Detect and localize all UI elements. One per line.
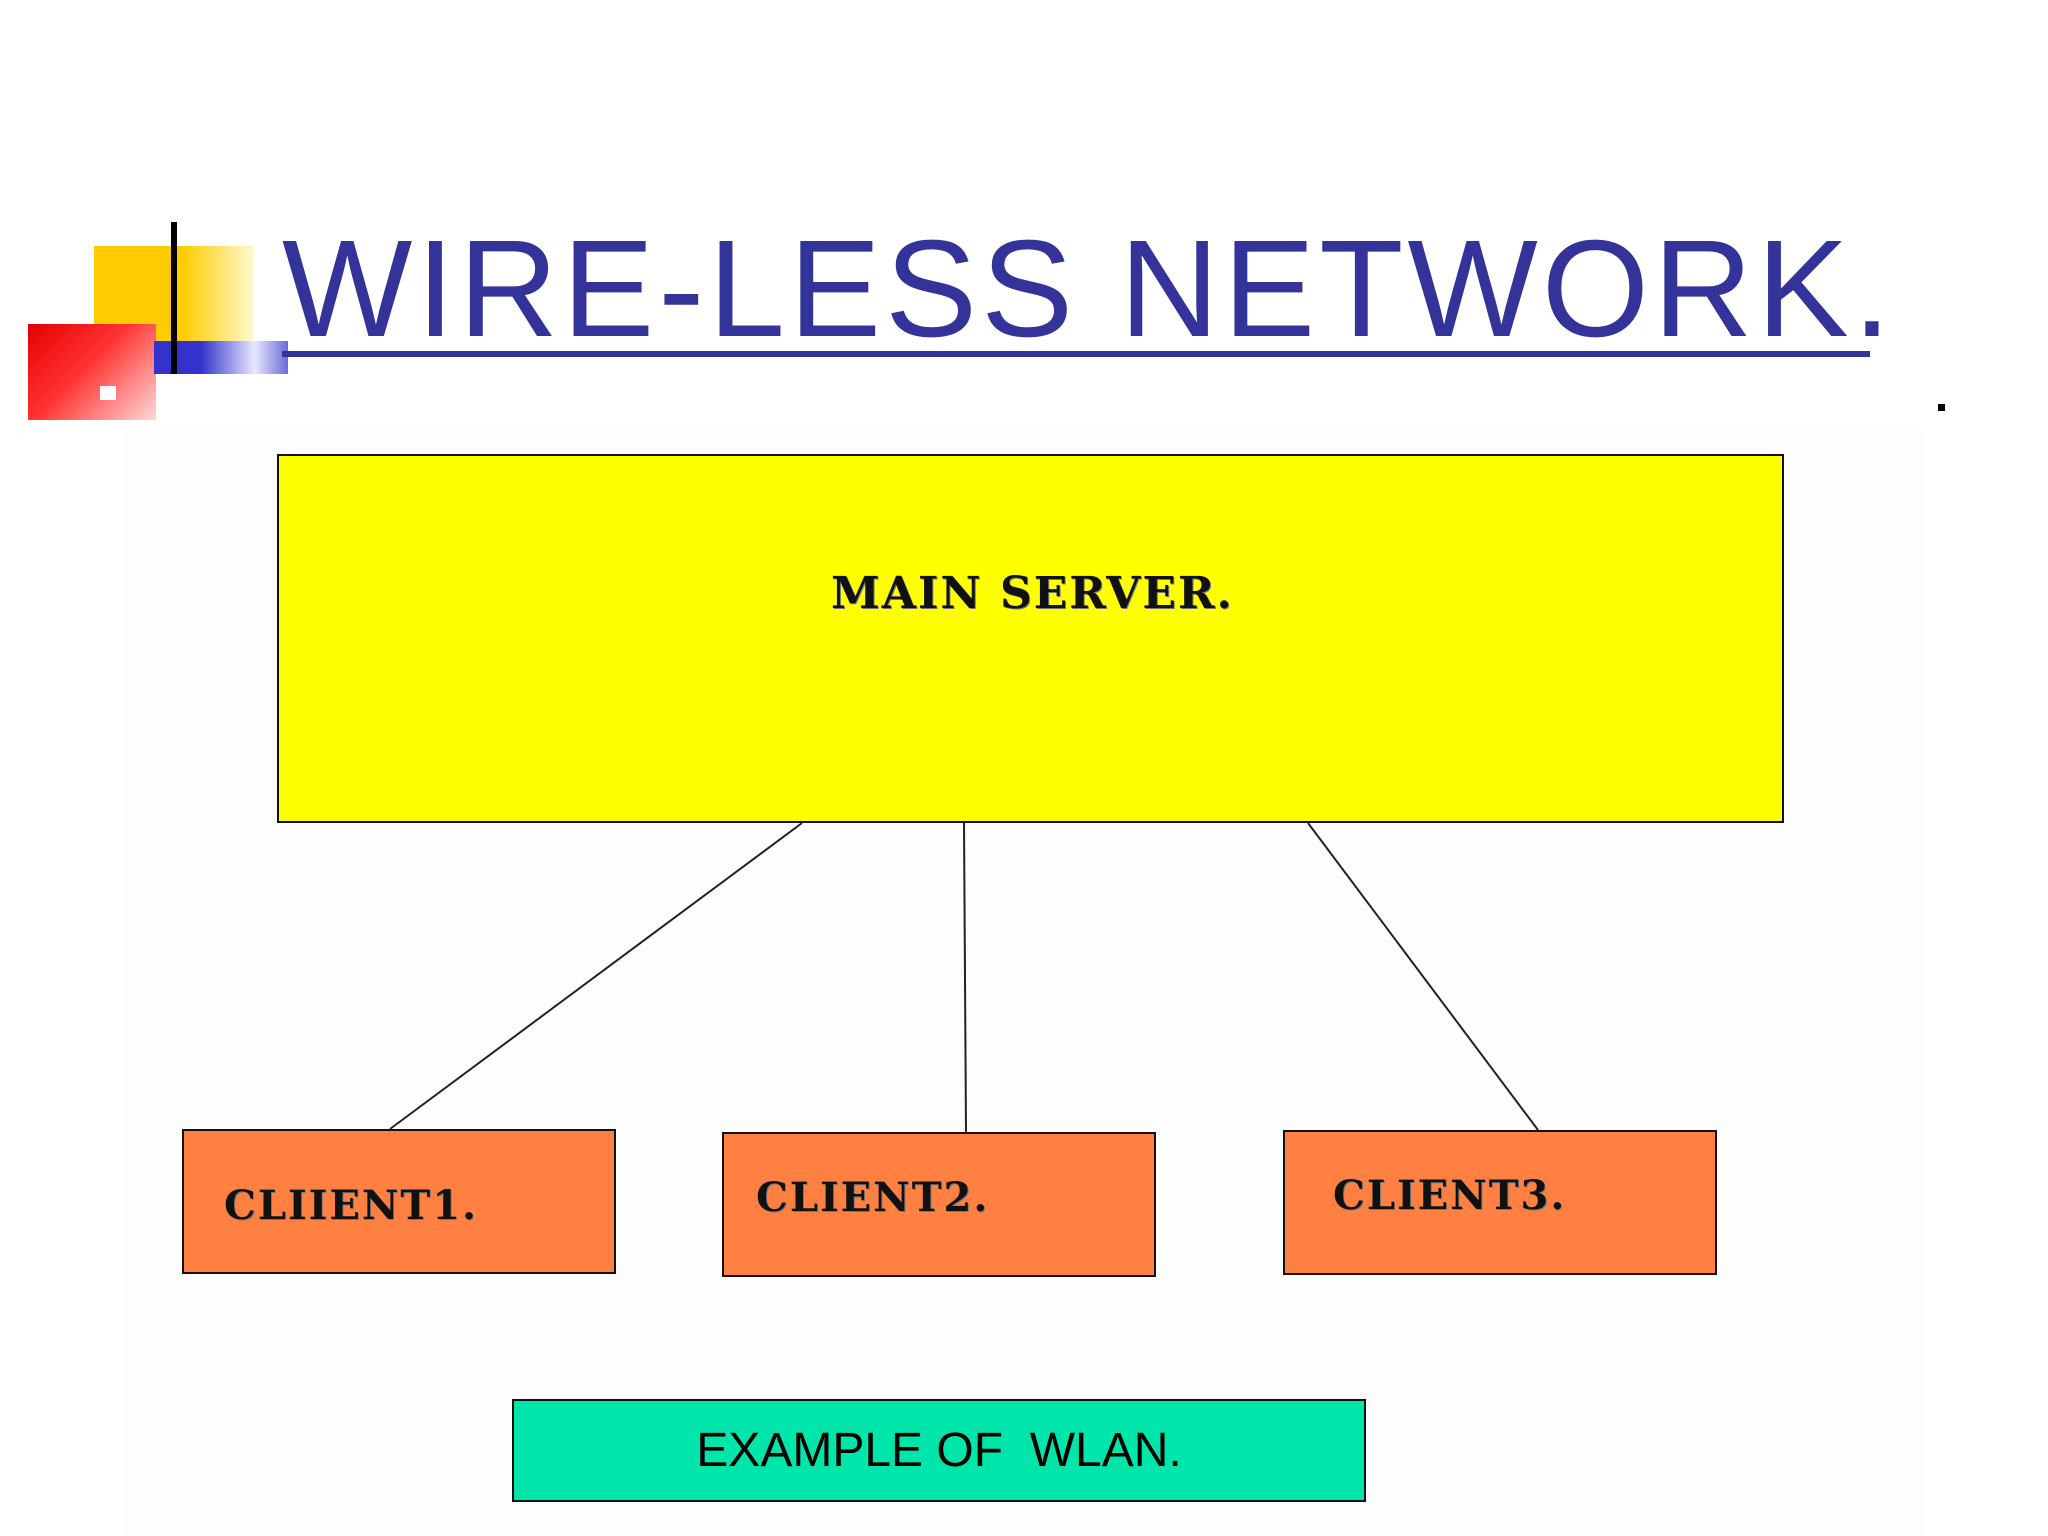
ornament-red-square xyxy=(28,324,156,420)
client3-node: CLIENT3. xyxy=(1283,1130,1717,1275)
client1-label: CLIIENT1. xyxy=(224,1182,478,1229)
client3-label: CLIENT3. xyxy=(1333,1172,1567,1219)
stray-dot xyxy=(1938,404,1945,411)
diagram-caption: EXAMPLE OF WLAN. xyxy=(512,1399,1366,1502)
link-server-client1 xyxy=(389,822,803,1130)
link-server-client2 xyxy=(963,822,967,1133)
main-server-label: MAIN SERVER. xyxy=(831,568,1234,619)
slide-title: WIRE-LESS NETWORK. xyxy=(282,212,1896,366)
link-server-client3 xyxy=(1307,822,1539,1131)
ornament-black-line xyxy=(171,222,177,374)
ornament-white-notch xyxy=(100,386,116,400)
title-underline xyxy=(282,351,1870,357)
main-server-node: MAIN SERVER. xyxy=(277,454,1784,823)
client1-node: CLIIENT1. xyxy=(182,1129,616,1274)
client2-node: CLIENT2. xyxy=(722,1132,1156,1277)
client2-label: CLIENT2. xyxy=(756,1174,990,1221)
